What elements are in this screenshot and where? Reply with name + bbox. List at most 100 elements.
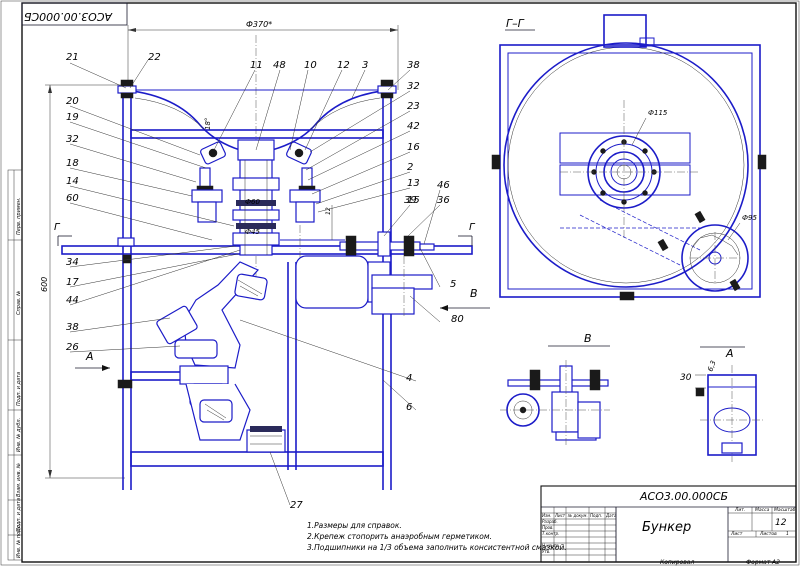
callout-20: 20 (66, 96, 79, 107)
cut-g-left: Г (54, 222, 61, 233)
view-a-title: А (725, 347, 734, 360)
format-label: Формат (746, 559, 771, 566)
callout-6: 6 (406, 402, 412, 413)
callout-38a: 38 (407, 60, 420, 71)
callout-19: 19 (66, 112, 79, 123)
strip-label-5: Подп. и дата (16, 498, 22, 532)
callout-36: 36 (437, 195, 450, 206)
tb-col-1: Лист (554, 513, 566, 518)
callout-80: 80 (451, 314, 464, 325)
callout-22: 22 (148, 52, 161, 63)
dim-r12: 12 (325, 207, 332, 215)
callout-32a: 32 (407, 81, 420, 92)
tb-row-0: Разраб. (542, 519, 558, 524)
dim-d95: Ф95 (742, 214, 757, 222)
strip-label-0: Перв. примен. (16, 197, 22, 235)
view-a-arrow: А (85, 350, 94, 363)
title-name: Бункер (642, 520, 691, 535)
technical-notes: 1.Размеры для справок. 2.Крепеж стопорит… (307, 521, 567, 552)
tb-col-2: № докум. (567, 513, 588, 518)
strip-label-3: Инв. № дубл. (16, 418, 22, 452)
callout-14: 14 (66, 176, 79, 187)
tb-row-4: Н.контр. (542, 543, 560, 548)
callout-21: 21 (66, 52, 79, 63)
callout-44: 44 (66, 295, 79, 306)
note-1: 1.Размеры для справок. (307, 521, 402, 530)
tb-row-5: Утв. (542, 549, 550, 554)
callouts: 21 22 11 48 10 12 3 38 32 20 19 23 42 32… (66, 52, 464, 511)
callout-39: 39 (404, 195, 417, 206)
callout-30: 30 (680, 373, 692, 383)
top-stamp-text: АСО3.00.000СБ (24, 10, 113, 23)
view-b: В (500, 332, 610, 445)
hopper-disc (503, 42, 749, 288)
tb-scale: Масштаб (774, 507, 796, 513)
dim-angle: 18° (204, 118, 212, 130)
leader-lines (69, 59, 441, 506)
tb-lit: Лит. (734, 507, 745, 513)
title-designation: АСО3.00.000СБ (639, 490, 728, 503)
callout-17: 17 (66, 277, 79, 288)
note-3: 3.Подшипники на 1/3 объема заполнить кон… (307, 543, 567, 552)
tb-mass: Масса (755, 507, 770, 513)
callout-12: 12 (337, 60, 350, 71)
section-gg-view: Г–Г Ф115 (491, 14, 767, 301)
callout-13: 13 (407, 178, 420, 189)
callout-5: 5 (450, 279, 456, 290)
tb-sheets-value: 1 (786, 531, 789, 537)
callout-15: 15 (407, 195, 420, 206)
callout-48: 48 (273, 60, 286, 71)
tb-sheets: Листов (759, 531, 777, 537)
cut-g-right: Г (469, 222, 476, 233)
clamp-left (196, 141, 226, 195)
dim-sec-a-angle: 6,3 (706, 359, 717, 372)
callout-34: 34 (66, 257, 79, 268)
discharge-chute (156, 261, 268, 441)
main-view: Ф370* 600 (40, 20, 490, 511)
callout-2: 2 (407, 162, 413, 173)
callout-3: 3 (362, 60, 368, 71)
view-b-arrow: В (470, 287, 478, 300)
callout-27: 27 (290, 500, 303, 511)
section-gg-title: Г–Г (506, 17, 525, 30)
dim-d60: Ф60 (245, 198, 260, 206)
note-2: 2.Крепеж стопорить анаэробным герметиком… (307, 532, 492, 541)
copied-label: Копировал (660, 559, 694, 566)
drive-assembly (295, 231, 435, 318)
callout-18: 18 (66, 158, 79, 169)
callout-46: 46 (437, 180, 450, 191)
callout-42: 42 (407, 121, 420, 132)
strip-label-1: Справ. № (16, 291, 22, 315)
dim-d45: Ф45 (245, 228, 260, 236)
view-b-title: В (584, 332, 592, 345)
callout-10: 10 (304, 60, 317, 71)
callout-23: 23 (407, 101, 420, 112)
tb-row-2: Т.контр. (542, 531, 559, 536)
tb-col-4: Дата (605, 513, 617, 518)
dim-height: 600 (40, 277, 49, 292)
bin-27 (246, 426, 286, 453)
callout-16: 16 (407, 142, 420, 153)
callout-60: 60 (66, 193, 79, 204)
strip-label-6: Инв. № подл. (16, 524, 22, 559)
dim-d115: Ф115 (648, 109, 668, 117)
tb-sheet: Лист (730, 531, 743, 537)
outlet-disc (681, 224, 749, 292)
callout-11: 11 (250, 60, 263, 71)
callout-4: 4 (406, 373, 412, 384)
bolt-right (377, 79, 397, 99)
tb-col-0: Изм. (542, 513, 551, 518)
format-value: А2 (771, 559, 780, 566)
left-binding-strip: Перв. примен. Справ. № Подп. и дата Инв.… (7, 169, 23, 561)
strip-label-4: Взам. инв. № (16, 463, 22, 497)
tb-sheet-count: 12 (775, 518, 787, 528)
view-a: А 30 6,3 (680, 346, 765, 462)
dim-width: Ф370* (246, 20, 272, 29)
tb-col-3: Подп. (590, 513, 602, 518)
callout-38b: 38 (66, 322, 79, 333)
strip-label-2: Подп. и дата (16, 372, 22, 406)
callout-26: 26 (66, 342, 79, 353)
callout-32b: 32 (66, 134, 79, 145)
